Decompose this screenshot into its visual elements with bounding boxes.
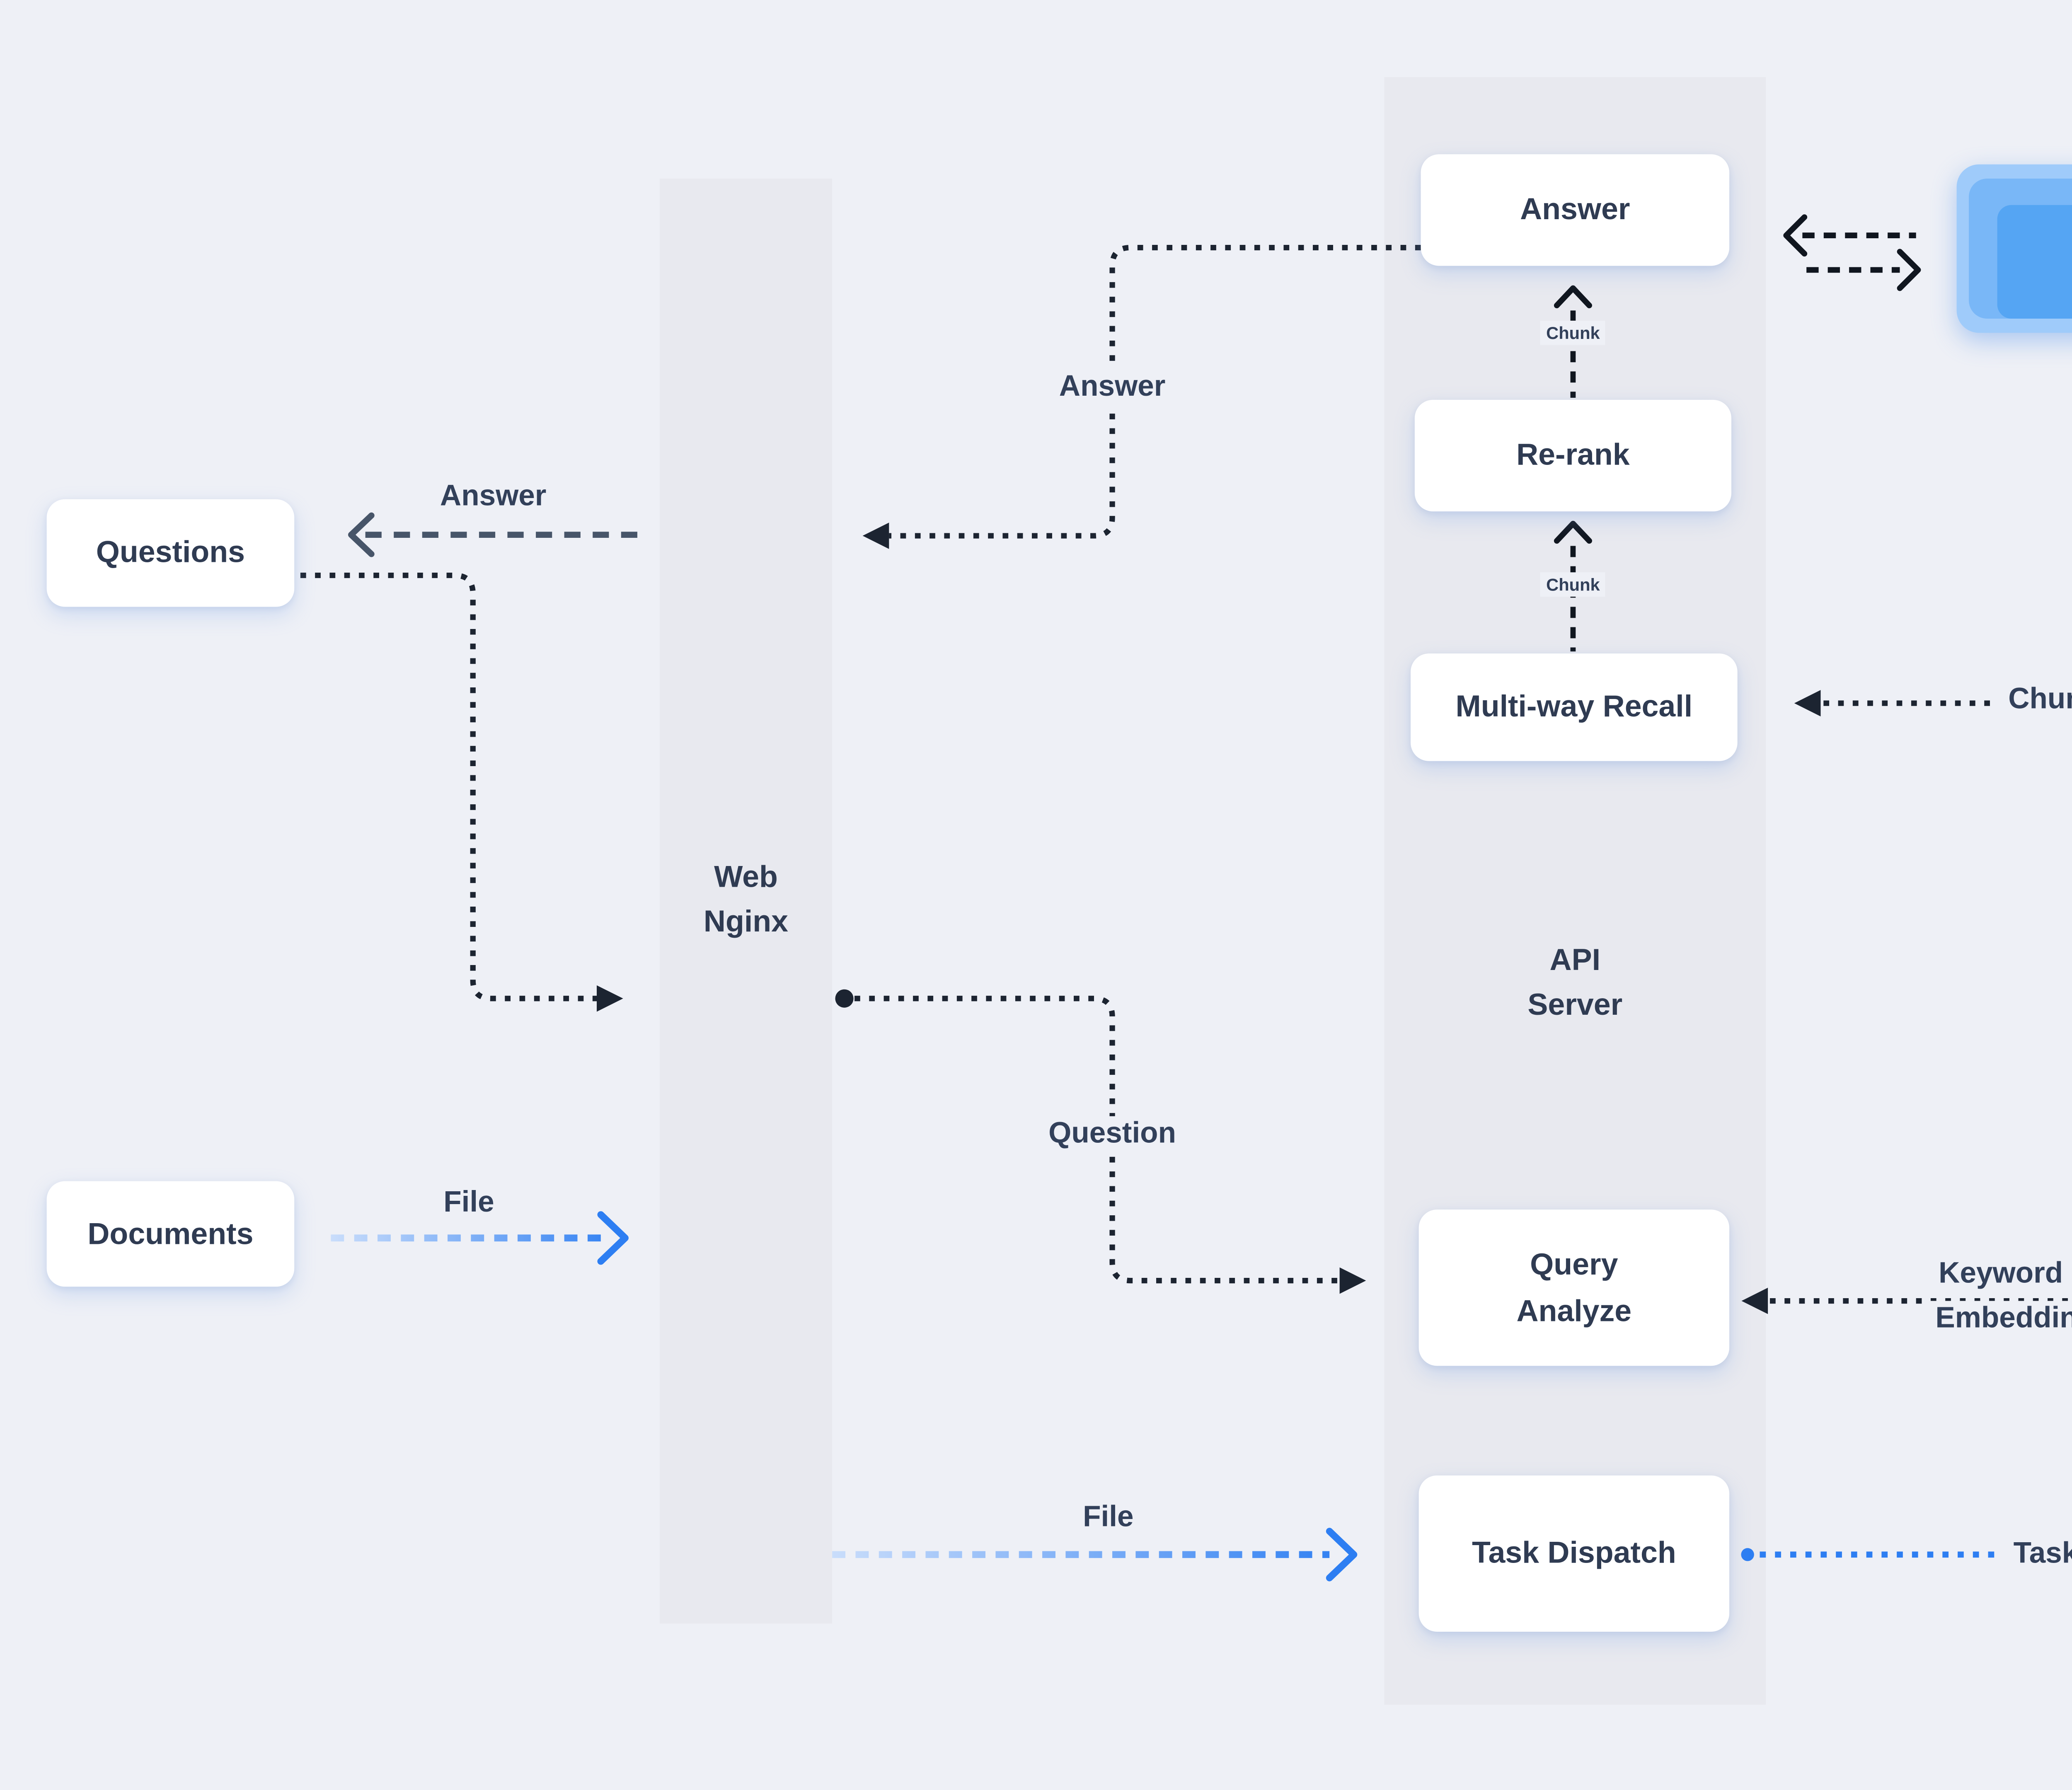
node-task-dispatch: Task Dispatch bbox=[1418, 1475, 1730, 1632]
node-answer-label: Answer bbox=[1520, 193, 1630, 227]
node-query-analyze: Query Analyze bbox=[1418, 1209, 1730, 1366]
node-rerank: Re-rank bbox=[1414, 399, 1731, 512]
edge-label-chunk-rerank-answer: Chunk bbox=[1540, 320, 1606, 345]
edge-label-tasks: Tasks bbox=[2001, 1536, 2072, 1573]
edge-label-chunk-multiway-rerank: Chunk bbox=[1540, 572, 1606, 597]
edge-answer-to-questions bbox=[348, 512, 637, 557]
edge-chunk-rerank-to-answer bbox=[1554, 285, 1592, 398]
api-server-label: API Server bbox=[1384, 940, 1766, 1029]
edge-label-question: Question bbox=[1036, 1116, 1188, 1153]
edge-chunk-db-to-multiway bbox=[1794, 690, 2072, 716]
edge-label-answer-to-webnginx: Answer bbox=[1047, 369, 1178, 406]
edge-label-answer-to-questions: Answer bbox=[440, 481, 547, 514]
node-rerank-label: Re-rank bbox=[1516, 438, 1630, 473]
edge-answer-llms bbox=[1783, 214, 1921, 291]
edge-file-to-taskdispatch bbox=[832, 1528, 1358, 1582]
node-questions: Questions bbox=[46, 499, 295, 607]
node-query-analyze-line1: Query bbox=[1530, 1247, 1618, 1282]
web-nginx-panel bbox=[659, 179, 833, 1624]
edge-file-to-webnginx bbox=[331, 1211, 629, 1265]
edge-chunk-multiway-to-rerank bbox=[1554, 520, 1592, 652]
edge-questions-to-webnginx bbox=[300, 572, 623, 1012]
edge-keyword-embedding bbox=[1741, 1287, 2072, 1314]
web-nginx-label-line1: Web bbox=[714, 860, 778, 895]
node-llms: LLMs bbox=[1956, 164, 2072, 333]
node-questions-label: Questions bbox=[96, 536, 245, 571]
node-query-analyze-line2: Analyze bbox=[1516, 1294, 1632, 1328]
api-server-label-line1: API bbox=[1549, 943, 1601, 978]
edge-label-embedding: Embedding bbox=[1923, 1301, 2072, 1338]
node-documents: Documents bbox=[46, 1181, 295, 1287]
edge-label-file-to-webnginx: File bbox=[443, 1187, 494, 1220]
web-nginx-label-line2: Nginx bbox=[703, 905, 789, 940]
edge-answer-to-webnginx bbox=[862, 244, 1421, 549]
node-task-dispatch-label: Task Dispatch bbox=[1472, 1536, 1676, 1571]
node-documents-label: Documents bbox=[87, 1217, 254, 1251]
edge-label-chunk-db-multiway: Chunk bbox=[1996, 682, 2072, 718]
edge-label-file-to-taskdispatch: File bbox=[1083, 1502, 1134, 1534]
llms-inner-layer: LLMs bbox=[1997, 204, 2072, 318]
llms-middle-layer: LLMs bbox=[1969, 177, 2072, 318]
node-multiway-recall: Multi-way Recall bbox=[1411, 653, 1738, 761]
web-nginx-label: Web Nginx bbox=[660, 856, 832, 946]
api-server-panel bbox=[1384, 77, 1766, 1705]
api-server-label-line2: Server bbox=[1527, 988, 1623, 1023]
edge-question-to-queryanalyze bbox=[835, 989, 1366, 1294]
edge-tasks-to-db bbox=[1741, 1548, 2072, 1561]
node-answer: Answer bbox=[1421, 154, 1730, 266]
edge-label-keyword: Keyword & bbox=[1926, 1256, 2072, 1293]
node-multiway-recall-label: Multi-way Recall bbox=[1455, 690, 1693, 725]
